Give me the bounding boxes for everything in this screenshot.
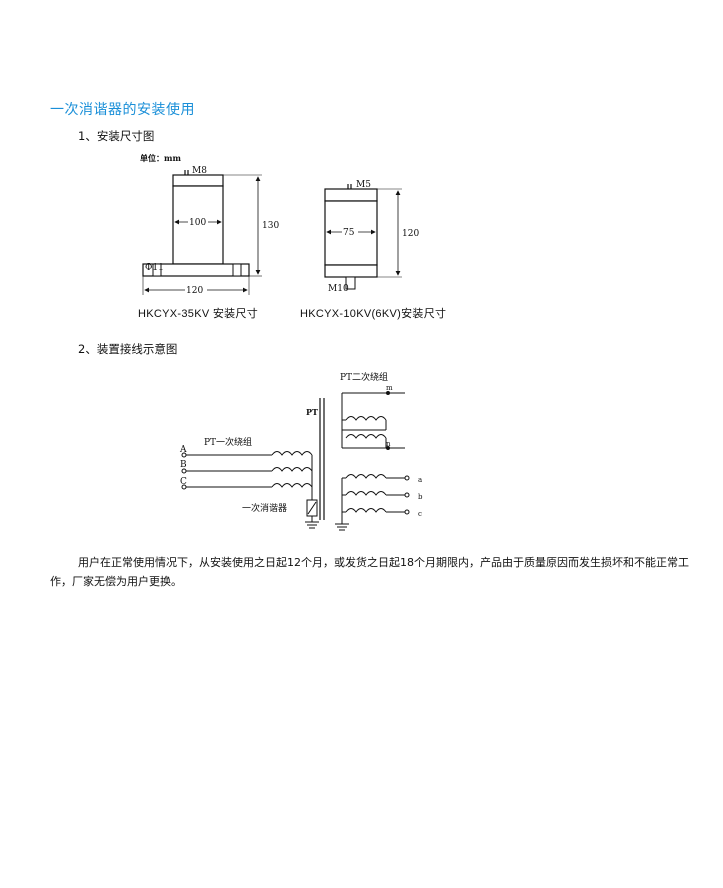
terminal-n-label: n	[386, 440, 391, 448]
hole-label: Φ11	[145, 263, 164, 273]
caption-10kv: HKCYX-10KV(6KV)安装尺寸	[300, 308, 447, 320]
drawing-10kv: M5 75 120 M10	[324, 180, 419, 294]
subsection-dimensions: 1、安装尺寸图	[78, 129, 155, 143]
bottom-cap-10	[324, 264, 378, 278]
base-120-label: 120	[186, 286, 203, 296]
caption-35kv: HKCYX-35KV 安装尺寸	[138, 308, 259, 320]
top-cap	[172, 174, 224, 187]
terminal-b-label: b	[418, 493, 423, 501]
subsection-wiring: 2、装置接线示意图	[78, 342, 178, 356]
phase-a-label: A	[179, 445, 187, 455]
width-75-label: 75	[343, 228, 355, 238]
phase-c-label: C	[180, 477, 187, 487]
unit-label: 单位：mm	[140, 153, 181, 163]
bolt-m10-label: M10	[328, 284, 349, 294]
section-title: 一次消谐器的安装使用	[50, 102, 195, 118]
warranty-paragraph: 用户在正常使用情况下，从安装使用之日起12个月，或发货之日起18个月期限内，产品…	[50, 556, 689, 588]
phase-b-label: B	[180, 460, 187, 470]
height-130-label: 130	[262, 221, 279, 231]
width-100-label: 100	[189, 218, 206, 228]
suppressor-label: 一次消谐器	[242, 502, 287, 514]
base-plate	[142, 263, 250, 277]
bolt-m8-label: M8	[192, 166, 207, 176]
bolt-m5-label: M5	[356, 180, 371, 190]
pt-label: PT	[306, 407, 318, 417]
drawing-35kv: 单位：mm M8 100 130 Φ11 120	[140, 153, 279, 296]
terminal-m-label: m	[386, 384, 393, 392]
wiring-diagram: PT二次绕组 PT PT一次绕组 A B C 一次消谐器	[179, 371, 423, 531]
pt-secondary-label: PT二次绕组	[340, 371, 388, 383]
bottom-stud	[345, 276, 356, 290]
height-120-label: 120	[402, 229, 419, 239]
terminal-a-label: a	[418, 476, 422, 484]
top-cap-10	[324, 188, 378, 202]
pt-primary-label: PT一次绕组	[204, 436, 252, 448]
terminal-c-label: c	[418, 510, 422, 518]
